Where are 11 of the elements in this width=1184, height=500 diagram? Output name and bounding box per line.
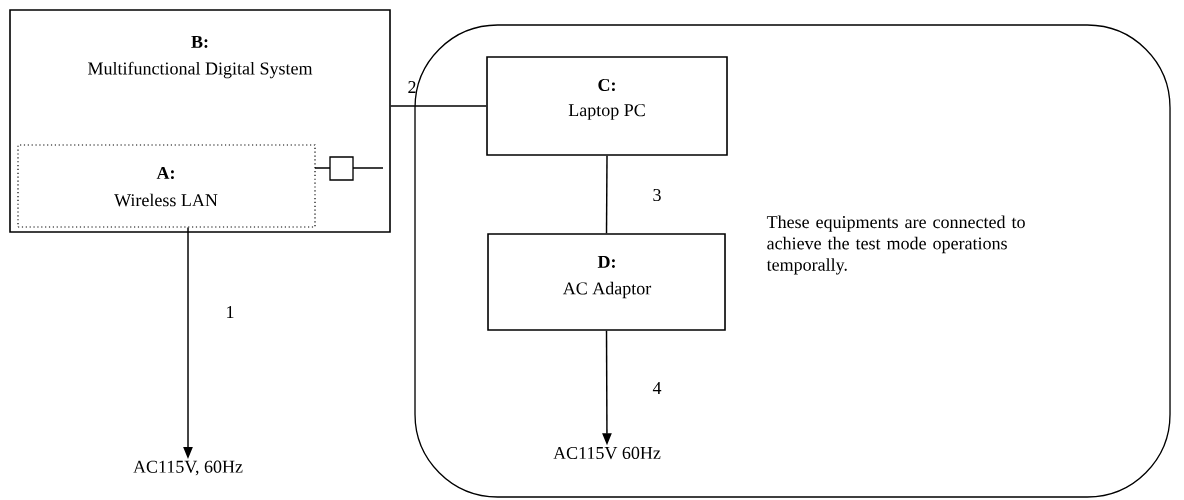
module-box: A: Wireless LAN (17, 144, 316, 228)
edge-label: 1 (227, 306, 234, 318)
power-label: AC115V, 60Hz (133, 460, 243, 476)
connector (605, 155, 608, 234)
edge-label: 2 (408, 81, 416, 93)
power-label: AC115V 60Hz (553, 446, 661, 460)
edge-label: 4 (652, 382, 662, 394)
edge-label: 3 (653, 188, 661, 202)
laptop-box: C: Laptop PC (486, 56, 728, 156)
adaptor-box: D: AC Adaptor (487, 233, 726, 331)
connector (390, 105, 487, 107)
